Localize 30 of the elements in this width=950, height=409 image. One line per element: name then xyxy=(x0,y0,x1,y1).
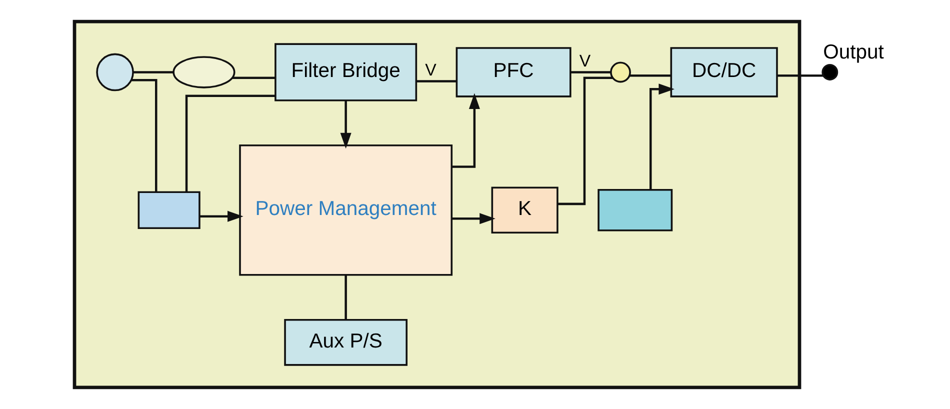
arrow xyxy=(340,100,352,149)
node-circle xyxy=(610,62,631,83)
arrow xyxy=(452,93,480,168)
connector xyxy=(777,74,824,77)
connector xyxy=(133,71,174,74)
node-box: Aux P/S xyxy=(284,319,408,366)
connector xyxy=(570,71,611,74)
node-box xyxy=(138,191,200,230)
node-label: Output xyxy=(823,42,884,64)
node-circle xyxy=(96,53,134,92)
node-box: Filter Bridge xyxy=(274,43,418,102)
node-box xyxy=(598,188,673,232)
connector xyxy=(344,275,347,320)
connector xyxy=(630,74,671,77)
connector xyxy=(131,78,158,192)
connector xyxy=(558,76,612,206)
node-circle xyxy=(822,64,838,80)
edge-label: V xyxy=(425,60,436,80)
node-box: Power Management xyxy=(239,144,453,276)
arrow xyxy=(452,213,496,224)
connector xyxy=(232,76,276,79)
node-box: K xyxy=(491,186,558,234)
connector xyxy=(185,94,276,192)
arrow xyxy=(200,210,244,222)
arrow xyxy=(650,84,674,190)
node-box: PFC xyxy=(456,47,572,98)
connector xyxy=(416,80,456,82)
node-box: DC/DC xyxy=(670,47,778,98)
edge-label: V xyxy=(579,52,591,71)
node-ellipse xyxy=(172,56,236,88)
